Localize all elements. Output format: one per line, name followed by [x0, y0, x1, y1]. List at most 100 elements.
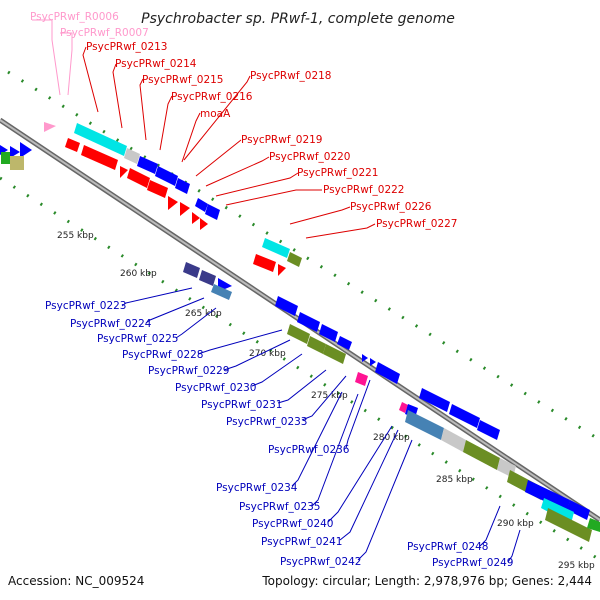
gene-label[interactable]: PsycPRwf_0219 [241, 134, 323, 146]
gene-block[interactable] [525, 480, 570, 512]
gene-arrow[interactable] [120, 166, 128, 178]
gene-block[interactable] [287, 324, 310, 344]
gene-block[interactable] [155, 166, 178, 186]
gene-cluster-240-249 [405, 388, 600, 542]
gene-label[interactable]: PsycPRwf_0229 [148, 365, 230, 377]
scale-tick-label: 295 kbp [558, 561, 595, 571]
gene-cluster-228-236 [275, 296, 408, 413]
gene-label[interactable]: PsycPRwf_0227 [376, 218, 458, 230]
gene-block[interactable] [275, 296, 298, 316]
gene-block[interactable] [262, 238, 290, 258]
gene-label[interactable]: PsycPRwf_0216 [171, 91, 253, 103]
gene-block[interactable] [463, 440, 500, 470]
gene-block[interactable] [567, 500, 590, 520]
gene-label[interactable]: PsycPRwf_0225 [97, 333, 179, 345]
outer-tick-track [7, 70, 600, 442]
gene-block[interactable] [545, 508, 592, 542]
gene-label[interactable]: PsycPRwf_0235 [239, 501, 321, 513]
gene-block[interactable] [287, 252, 302, 267]
gene-label[interactable]: PsycPRwf_0240 [252, 518, 334, 530]
gene-block[interactable] [253, 254, 276, 272]
gene-label[interactable]: PsycPRwf_0220 [269, 151, 351, 163]
gene-arrow[interactable] [180, 202, 190, 216]
scale-tick-label: 265 kbp [185, 309, 222, 319]
scale-tick-label: 255 kbp [57, 231, 94, 241]
gene-arrow[interactable] [192, 212, 200, 224]
gene-label[interactable]: PsycPRwf_0226 [350, 201, 432, 213]
gene-block[interactable] [137, 156, 158, 174]
gene-block[interactable] [74, 123, 127, 156]
pink-leaders [32, 19, 73, 96]
gene-label[interactable]: PsycPRwf_0242 [280, 556, 362, 568]
gene-label[interactable]: PsycPRwf_0215 [142, 74, 224, 86]
gene-block[interactable] [323, 344, 346, 364]
scale-tick-label: 270 kbp [249, 349, 286, 359]
gene-label[interactable]: PsycPRwf_0224 [70, 318, 152, 330]
gene-block[interactable] [477, 420, 500, 440]
gene-label[interactable]: PsycPRwf_0228 [122, 349, 204, 361]
gene-block[interactable] [127, 168, 150, 188]
gene-arrow[interactable] [10, 146, 20, 158]
gene-label[interactable]: PsycPRwf_0234 [216, 482, 298, 494]
gene-cluster-upper [65, 123, 220, 230]
scale-tick-label: 285 kbp [436, 475, 473, 485]
gene-label[interactable]: PsycPRwf_0221 [297, 167, 379, 179]
red-leaders [82, 46, 376, 239]
gene-label[interactable]: PsycPRwf_0248 [407, 541, 489, 553]
scale-tick-label: 260 kbp [120, 269, 157, 279]
gene-cluster-223-225 [183, 262, 232, 300]
accession-text: Accession: NC_009524 [8, 574, 144, 588]
gene-label[interactable]: PsycPRwf_0223 [45, 300, 127, 312]
gene-block[interactable] [319, 324, 338, 342]
gene-block[interactable] [183, 262, 200, 278]
gene-block[interactable] [307, 336, 326, 354]
gene-arrow[interactable] [370, 358, 376, 366]
gene-label[interactable]: PsycPRwf_0230 [175, 382, 257, 394]
gene-label[interactable]: PsycPRwf_0241 [261, 536, 343, 548]
rna-gene-arrow[interactable] [44, 122, 56, 132]
gene-label[interactable]: PsycPRwf_R0006 [30, 11, 119, 23]
gene-block[interactable] [147, 180, 168, 198]
gene-block[interactable] [375, 362, 400, 384]
gene-label[interactable]: PsycPRwf_0231 [201, 399, 283, 411]
gene-block[interactable] [419, 388, 450, 412]
gene-block[interactable] [297, 312, 320, 332]
gene-label[interactable]: PsycPRwf_R0007 [60, 27, 149, 39]
gene-arrow[interactable] [20, 142, 32, 158]
gene-block[interactable] [211, 284, 232, 300]
gene-block[interactable] [199, 270, 216, 286]
gene-cluster-226-227 [253, 238, 302, 276]
scale-tick-label: 290 kbp [497, 519, 534, 529]
topology-text: Topology: circular; Length: 2,978,976 bp… [261, 574, 592, 588]
gene-block[interactable] [65, 138, 80, 152]
gene-label[interactable]: PsycPRwf_0213 [86, 41, 168, 53]
gene-label[interactable]: PsycPRwf_0218 [250, 70, 332, 82]
gene-block[interactable] [205, 204, 220, 220]
gene-label[interactable]: PsycPRwf_0233 [226, 416, 308, 428]
gene-arrow[interactable] [362, 354, 368, 362]
gene-block[interactable] [337, 336, 352, 350]
gene-arrow[interactable] [278, 264, 286, 276]
gene-block[interactable] [1, 152, 10, 164]
gene-block[interactable] [449, 404, 480, 428]
scale-tick-label: 280 kbp [373, 433, 410, 443]
gene-arrow[interactable] [200, 218, 208, 230]
gene-label[interactable]: moaA [200, 108, 231, 120]
gene-block[interactable] [81, 145, 118, 170]
gene-label[interactable]: PsycPRwf_0222 [323, 184, 405, 196]
gene-label[interactable]: PsycPRwf_0236 [268, 444, 350, 456]
gene-block[interactable] [195, 198, 208, 212]
gene-block[interactable] [441, 428, 466, 452]
gene-block[interactable] [405, 410, 444, 440]
gene-label[interactable]: PsycPRwf_0249 [432, 557, 514, 569]
gene-label[interactable]: PsycPRwf_0214 [115, 58, 197, 70]
gene-block[interactable] [175, 178, 190, 194]
gene-block[interactable] [399, 402, 408, 413]
gene-block[interactable] [587, 518, 600, 532]
gene-block[interactable] [355, 372, 368, 386]
gene-block[interactable] [10, 156, 24, 170]
gene-block[interactable] [124, 148, 140, 164]
gene-arrow[interactable] [168, 196, 178, 210]
